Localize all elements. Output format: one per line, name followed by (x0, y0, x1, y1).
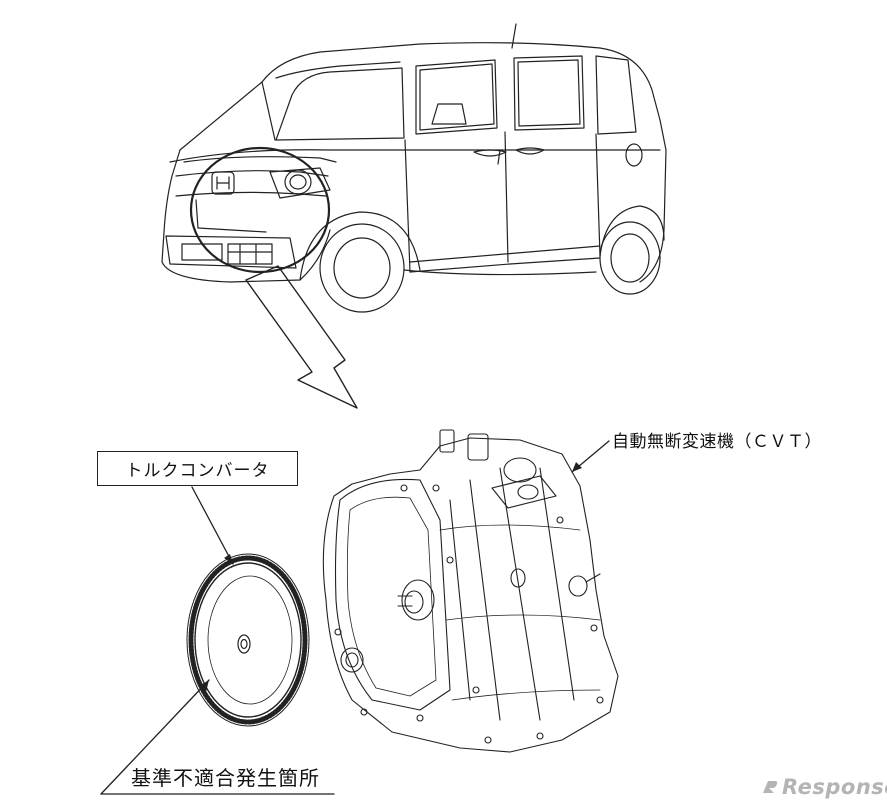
cvt-leader-arrowhead (572, 462, 582, 472)
highlight-circle (189, 146, 331, 274)
watermark-text: Response. (782, 775, 887, 799)
defect-leader (100, 679, 210, 795)
torque-converter-label: トルクコンバータ (125, 461, 270, 481)
response-watermark: Response. (760, 775, 887, 799)
defect-location-label: 基準不適合発生箇所 (131, 766, 320, 790)
torque-converter-leader (191, 486, 234, 565)
callout-arrow (245, 265, 358, 409)
response-logo-icon (763, 781, 778, 793)
defect-leader-arrowhead (199, 680, 209, 692)
cvt-illustration (322, 429, 619, 753)
torque-converter-leader-arrowhead (224, 554, 233, 564)
torque-converter-illustration (186, 553, 310, 727)
torque-converter-label-box: トルクコンバータ (97, 451, 298, 486)
cvt-label: 自動無断変速機（ＣＶＴ） (612, 432, 822, 452)
